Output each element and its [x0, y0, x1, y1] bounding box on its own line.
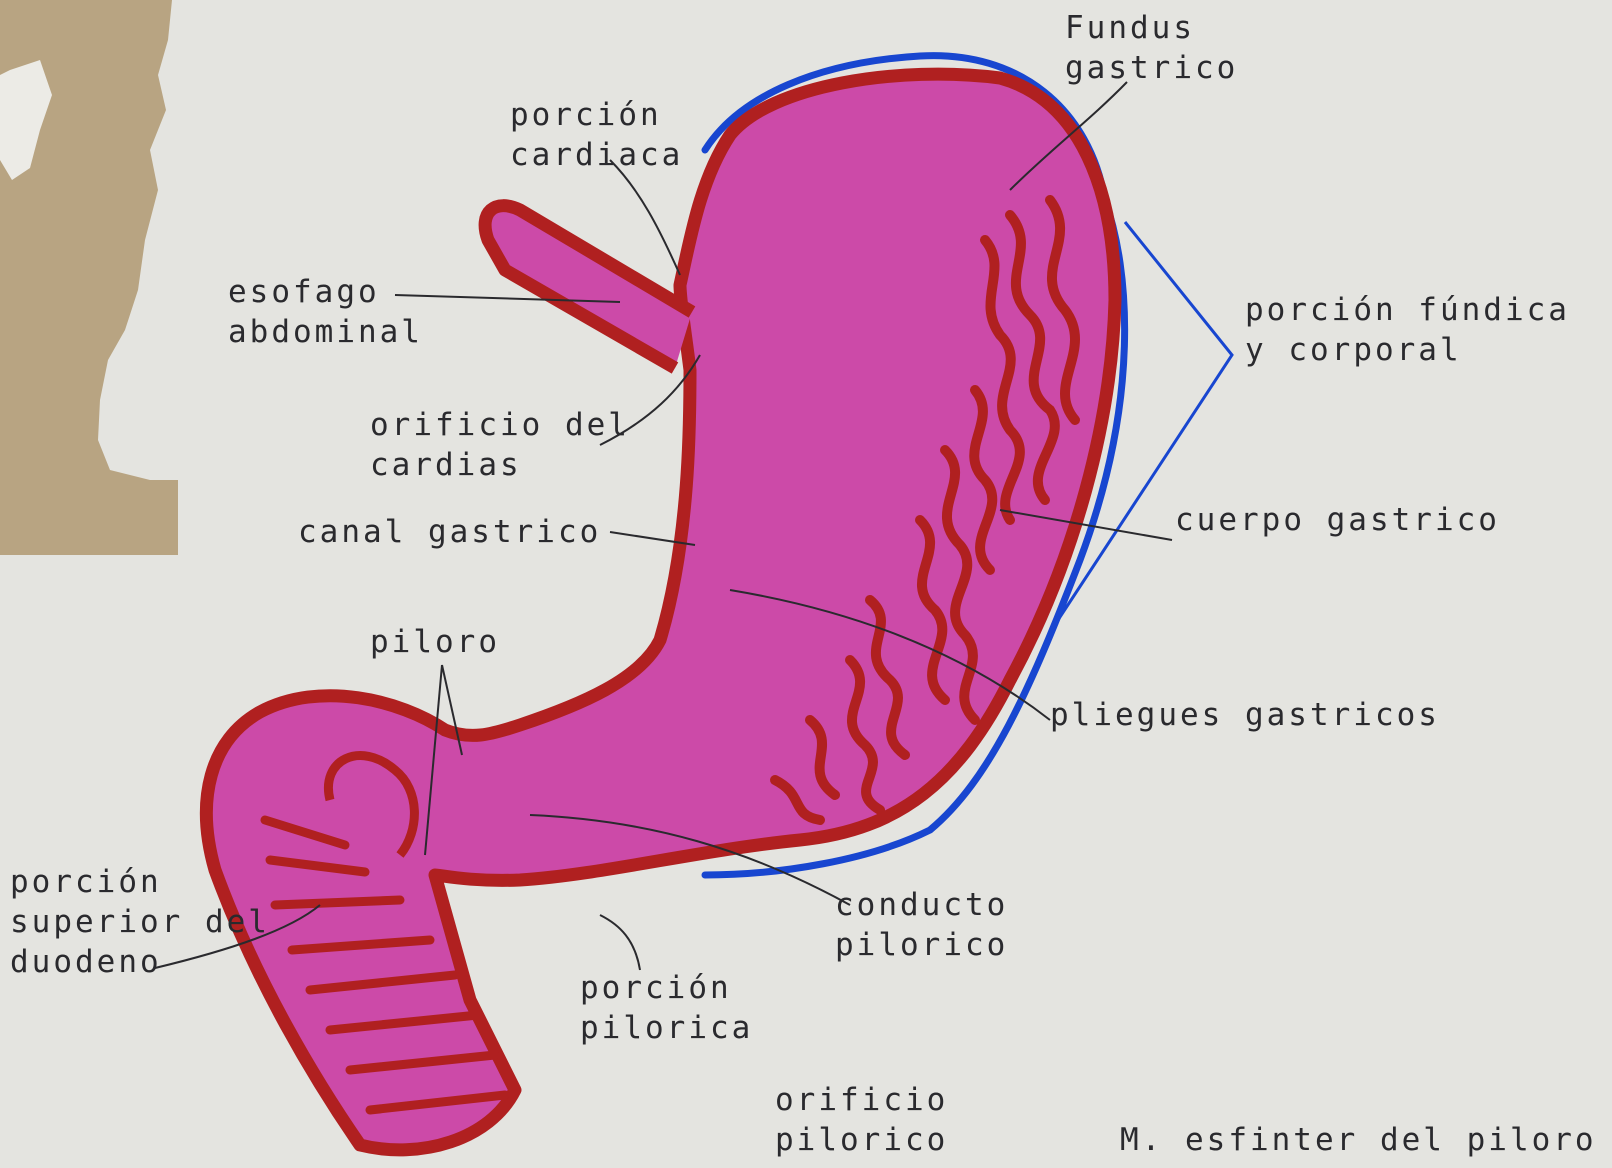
label-fundus: Fundus gastrico [1065, 8, 1238, 88]
label-pylorus: piloro [370, 622, 500, 662]
label-gastric-folds: pliegues gastricos [1050, 695, 1440, 735]
label-pyloric-portion: porción pilorica [580, 968, 753, 1048]
label-cardiac-portion: porción cardiaca [510, 95, 683, 175]
label-cardia-orifice: orificio del cardias [370, 405, 630, 485]
esophagus-tube [485, 206, 692, 368]
label-duodenum-portion: porción superior del duodeno [10, 862, 270, 982]
label-pyloric-canal: conducto pilorico [835, 885, 1008, 965]
label-pyloric-orifice: orificio pilorico [775, 1080, 948, 1160]
label-fundic-body-portion: porción fúndica y corporal [1245, 290, 1570, 370]
label-pyloric-sphincter: M. esfinter del piloro [1120, 1120, 1597, 1160]
label-abdominal-esophagus: esofago abdominal [228, 272, 423, 352]
label-gastric-canal: canal gastrico [298, 512, 601, 552]
label-gastric-body: cuerpo gastrico [1175, 500, 1500, 540]
